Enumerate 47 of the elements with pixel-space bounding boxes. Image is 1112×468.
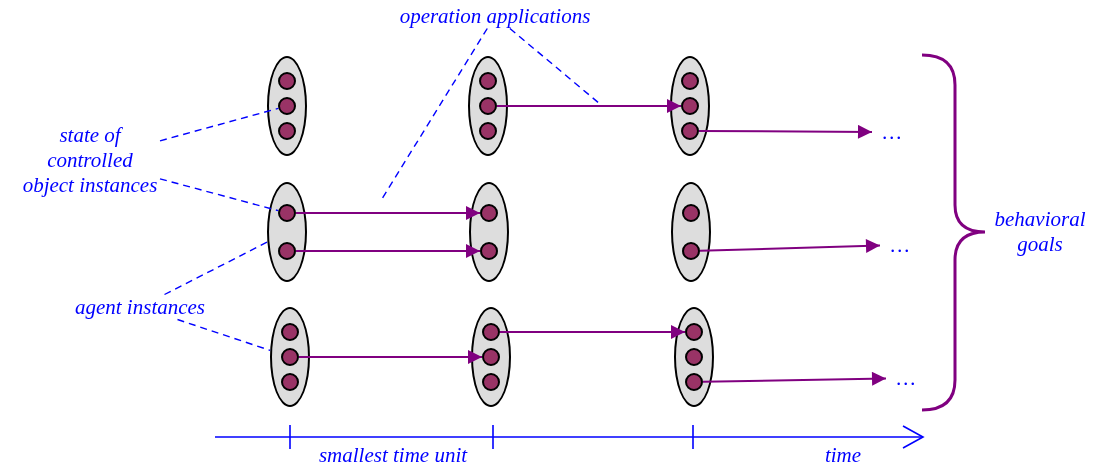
state-dot: [482, 348, 500, 366]
state-dot: [278, 97, 296, 115]
state-dot: [278, 72, 296, 90]
arrow: [499, 325, 686, 339]
ellipsis-text: …: [872, 119, 912, 145]
leader-line: [176, 318, 271, 352]
ellipsis-text: …: [886, 365, 926, 391]
state-dot: [482, 373, 500, 391]
arrow: [698, 124, 873, 139]
state-dot: [479, 122, 497, 140]
state-dot: [685, 348, 703, 366]
state-dot: [278, 242, 296, 260]
goal-label: behavioral goals: [993, 207, 1087, 257]
state-dot: [682, 242, 700, 260]
state-dot: [681, 122, 699, 140]
axis-label: smallest time unit: [317, 442, 469, 468]
state-dot: [479, 97, 497, 115]
ellipsis-text: …: [880, 232, 920, 258]
arrow: [295, 244, 481, 258]
state-dot: [480, 242, 498, 260]
state-dot: [278, 204, 296, 222]
annotation-label: agent instances: [55, 294, 225, 320]
state-dot: [482, 323, 500, 341]
leader-line: [159, 107, 279, 142]
axis-label: time: [823, 442, 863, 468]
state-dot: [281, 348, 299, 366]
arrow: [295, 206, 481, 220]
state-dot: [682, 204, 700, 222]
annotation-label: state of controlled object instances: [20, 122, 160, 198]
state-dot: [480, 204, 498, 222]
state-dot: [681, 72, 699, 90]
state-dot: [681, 97, 699, 115]
leader-line: [163, 241, 269, 296]
state-dot: [281, 323, 299, 341]
state-dot: [685, 323, 703, 341]
arrow: [298, 350, 483, 364]
state-dot: [685, 373, 703, 391]
annotation-label: operation applications: [380, 3, 610, 29]
state-dot: [281, 373, 299, 391]
arrow: [496, 99, 682, 113]
state-dot: [278, 122, 296, 140]
arrow: [702, 371, 887, 386]
arrow: [699, 239, 881, 253]
agent-ellipse: [468, 56, 508, 156]
state-dot: [479, 72, 497, 90]
leader-line: [509, 27, 601, 105]
leader-line: [159, 178, 279, 212]
